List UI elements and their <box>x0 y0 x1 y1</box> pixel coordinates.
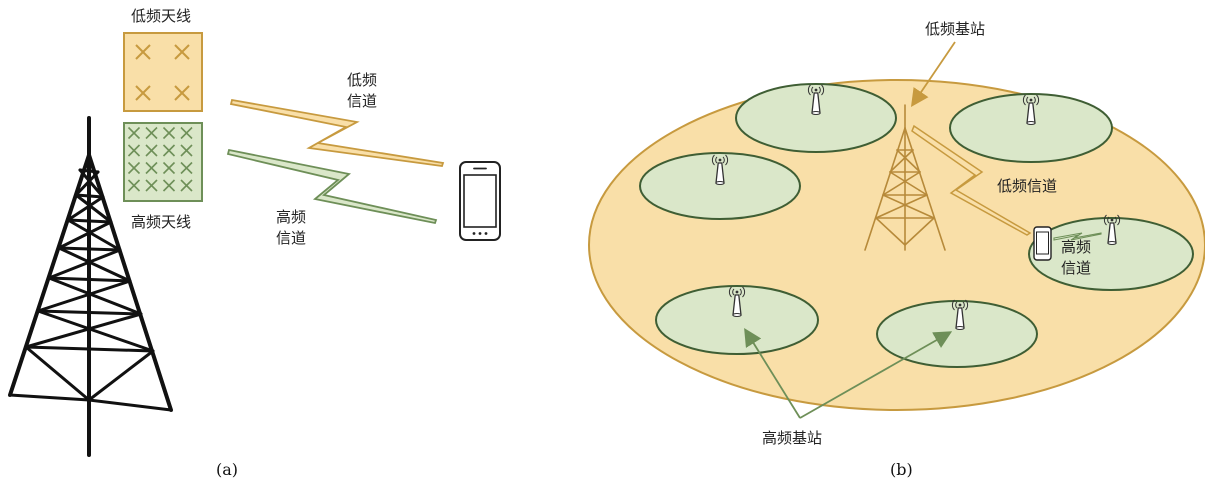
high-station-arrow-right <box>799 331 953 419</box>
high-channel-label-line1: 高频 <box>276 208 306 226</box>
low-channel-label-b: 低频信道 <box>997 177 1057 195</box>
panel-a: 低频天线 高频天线 低频 信道 高频 信道 (a) <box>8 7 501 479</box>
tower-icon <box>8 116 173 457</box>
high-channel-bolt <box>226 148 438 225</box>
high-channel-label-line2: 信道 <box>276 229 306 247</box>
low-channel-bolt-b <box>911 124 1032 236</box>
low-frequency-antenna-icon <box>123 32 203 112</box>
low-antenna-label: 低频天线 <box>131 7 191 25</box>
high-frequency-antenna-icon <box>123 122 203 202</box>
low-station-label: 低频基站 <box>925 20 985 38</box>
high-antenna-label: 高频天线 <box>131 213 191 231</box>
low-channel-bolt <box>229 98 445 167</box>
macro-tower-icon <box>864 104 946 251</box>
low-channel-label-line1: 低频 <box>347 71 377 89</box>
low-channel-label-line2: 信道 <box>347 92 377 110</box>
low-station-arrow <box>910 41 956 107</box>
small-cell-coverage <box>639 83 1194 368</box>
high-channel-label-b-line1: 高频 <box>1061 238 1091 256</box>
high-station-arrow-left <box>744 327 801 419</box>
smartphone-icon <box>1033 226 1052 261</box>
caption-b: (b) <box>890 460 913 479</box>
high-channel-bolt-b <box>1053 232 1102 241</box>
smartphone-icon <box>459 161 501 241</box>
high-station-label: 高频基站 <box>762 429 822 447</box>
high-channel-label-b-line2: 信道 <box>1061 259 1091 277</box>
panel-b: 低频基站 低频信道 高频 信道 高频基站 (b) <box>588 20 1205 479</box>
caption-a: (a) <box>216 460 238 479</box>
